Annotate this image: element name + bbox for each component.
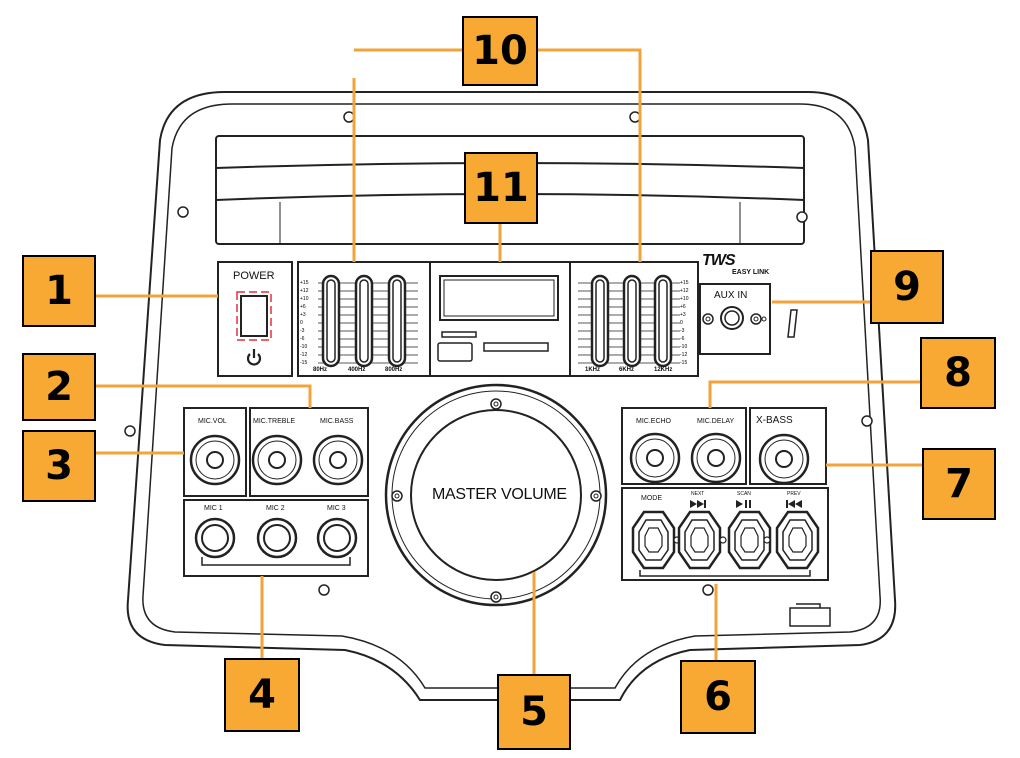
x-bass-knob[interactable] [758,433,810,485]
eq-band-6khz: 6KHz [619,367,635,373]
prev-icon [786,500,802,508]
eq-right-scale-tick: -6 [680,336,685,342]
eq-left-sliders[interactable] [318,274,418,368]
callout-8: 8 [920,337,996,409]
eq-right-scale-tick: -12 [680,352,688,358]
eq-right-sliders[interactable] [578,274,680,368]
mic-echo-knob[interactable] [629,432,681,484]
callout-11: 11 [464,152,538,224]
eq-right-scale-tick: +6 [680,304,686,310]
tws-logo: TWS [702,252,736,269]
eq-band-1khz: 1KHz [585,367,601,373]
eq-left-scale-tick: +10 [300,296,309,302]
right-knob-boxes [621,407,829,581]
mic-bass-label: MIC.BASS [320,418,354,425]
callout-9: 9 [870,250,944,324]
eq-band-800hz: 800Hz [385,367,403,373]
aux-in-jack[interactable] [702,306,767,330]
scan-button[interactable] [727,510,772,570]
next-label: NEXT [691,491,705,497]
mic-vol-knob[interactable] [189,434,241,486]
display-indicators [437,331,549,362]
callout-7: 7 [922,448,996,520]
eq-left-scale-tick: +3 [300,312,306,318]
mode-label: MODE [641,495,662,502]
eq-left-scale-tick: -3 [300,328,305,334]
callout-6: 6 [680,660,756,734]
eq-left-scale-tick: -12 [300,352,308,358]
mic-delay-knob[interactable] [690,432,742,484]
eq-left-scale-tick: 0 [300,320,303,326]
next-icon [690,500,706,508]
master-volume-knob[interactable] [384,383,608,607]
eq-left-scale-tick: -10 [300,344,308,350]
mic-treble-knob[interactable] [251,434,303,486]
callout-10: 10 [462,16,538,86]
mic-vol-label: MIC.VOL [198,418,227,425]
callout-leader-lines [95,48,924,676]
eq-band-400hz: 400Hz [348,367,366,373]
eq-left-scale-tick: +6 [300,304,306,310]
callout-2: 2 [22,353,96,421]
callout-4: 4 [224,658,300,732]
eq-band-12khz: 12KHz [654,367,673,373]
callout-5: 5 [497,674,571,750]
callout-3: 3 [22,430,96,502]
eq-left-scale-tick: +12 [300,288,309,294]
eq-right-scale-tick: +15 [680,280,689,286]
eq-right-scale-tick: -10 [680,344,688,350]
eq-right-scale-tick: +10 [680,296,689,302]
eq-right-scale-tick: -15 [680,360,688,366]
mic2-jack[interactable] [256,517,298,559]
prev-label: PREV [787,491,801,497]
top-control-bar [297,261,699,377]
mic1-jack[interactable] [194,517,236,559]
mic-echo-label: MIC.ECHO [636,418,671,425]
housing-outline [126,91,897,701]
mic-delay-label: MIC.DELAY [697,418,735,425]
play-pause-icon [736,500,751,508]
power-label: POWER [233,270,275,282]
eq-left-scale-tick: -15 [300,360,308,366]
lcd-display [439,275,559,321]
mic-treble-label: MIC.TREBLE [253,418,296,425]
x-bass-label: X-BASS [756,415,793,426]
aux-in-label: AUX IN [714,290,748,301]
eq-left-scale-tick: -6 [300,336,305,342]
easy-link-label: EASY LINK [732,269,770,276]
eq-right-scale-tick: -3 [680,328,685,334]
mode-button[interactable] [631,510,681,570]
mic-bass-knob[interactable] [312,434,364,486]
callout-1: 1 [22,255,96,327]
mic3-jack[interactable] [316,517,358,559]
bottom-port [789,603,831,627]
eq-right-scale-tick: +12 [680,288,689,294]
power-switch[interactable] [217,261,293,377]
mic3-label: MIC 3 [327,505,346,512]
eq-right-scale-tick: 0 [680,320,683,326]
prev-button[interactable] [775,510,820,570]
master-volume-label: MASTER VOLUME [432,486,567,503]
eq-right-scale-tick: +3 [680,312,686,318]
scan-label: SCAN [737,491,751,497]
mic1-label: MIC 1 [204,505,223,512]
power-icon [246,349,262,366]
eq-band-80hz: 80Hz [313,367,328,373]
next-button[interactable] [677,510,727,570]
aux-in-panel [699,283,771,355]
usb-slot[interactable] [787,309,798,338]
mic2-label: MIC 2 [266,505,285,512]
eq-left-scale-tick: +15 [300,280,309,286]
